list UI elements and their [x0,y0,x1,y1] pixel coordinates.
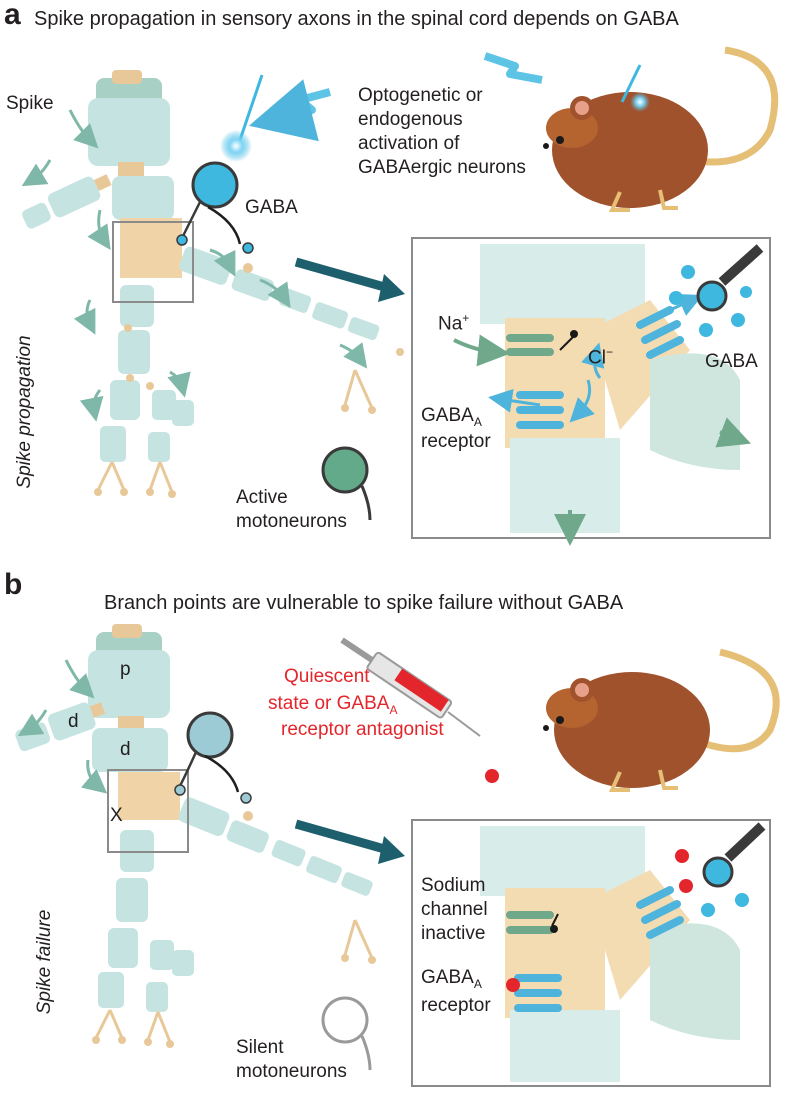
panel-b-label-x: X [110,805,123,826]
panel-a-mouse [483,46,779,212]
panel-a-vertical-label: Spike propagation [14,335,35,489]
panel-b-inset [411,819,771,1087]
panel-a-axon-tree [21,70,404,498]
panel-b-receptor-word: receptor [421,995,491,1016]
panel-a-motoneuron-label: Active motoneurons [236,487,347,532]
panel-a-motoneuron [321,446,372,521]
panel-a-gaba-label: GABA [245,197,298,218]
panel-a-spike-label: Spike [6,93,54,114]
panel-a-receptor-word: receptor [421,431,491,452]
panel-b-motoneuron [321,996,372,1071]
panel-a-receptor-label: GABAA [421,405,482,429]
panel-a-letter: a [4,0,21,31]
panel-b-label-d1: d [68,711,79,732]
panel-a-zoom-arrow [294,257,397,295]
panel-b-motoneuron-label: Silent motoneurons [236,1037,347,1082]
panel-a-zoom-box [112,221,194,303]
lightning-icon [248,79,332,142]
panel-a-inset-gaba-label: GABA [705,351,758,372]
panel-a-na-label: Na+ [438,311,470,335]
panel-b-quiescent-line3: receptor antagonist [281,719,444,740]
panel-b-label-p: p [120,659,131,680]
panel-b-zoom-box [107,769,189,853]
panel-b-mouse [543,648,780,792]
panel-b-quiescent-line2: state or GABAA [268,693,398,717]
panel-a-title: Spike propagation in sensory axons in th… [34,8,679,30]
panel-b-axon-tree [15,624,376,1048]
panel-a-gaba-neuron [176,161,254,254]
lightning-icon [483,52,543,84]
panel-b-letter: b [4,568,23,601]
panel-a-cl-label: Cl− [588,345,613,369]
syringe-icon [340,637,499,783]
panel-b-quiescent-line1: Quiescent [284,666,370,687]
panel-b-sodium-label: Sodium channel inactive [421,875,488,944]
panel-b-vertical-label: Spike failure [34,909,55,1015]
panel-b-gaba-neuron [174,711,252,804]
panel-a-light-probe [220,74,332,162]
panel-b-title: Branch points are vulnerable to spike fa… [104,592,624,614]
panel-b-receptor-label: GABAA [421,967,482,991]
panel-b-label-d2: d [120,739,131,760]
panel-a-inset [411,237,771,546]
panel-a-activation-text: Optogenetic or endogenous activation of … [358,85,526,178]
panel-b-zoom-arrow [294,819,397,857]
